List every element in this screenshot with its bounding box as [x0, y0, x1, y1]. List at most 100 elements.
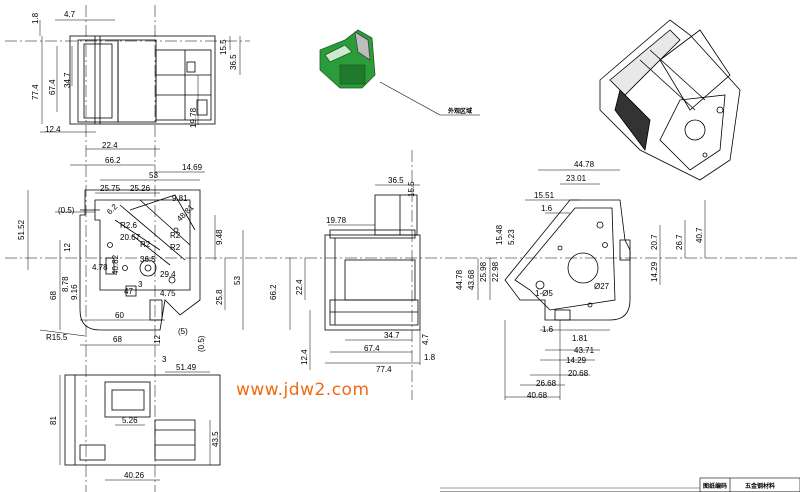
bottom-view — [59, 374, 221, 481]
dim-label: 34.7 — [63, 72, 72, 88]
dim-label: 36.5 — [140, 255, 156, 264]
top-view-dims: 1.8 4.7 34.7 77.4 67.4 12.4 22.4 66.2 15… — [31, 10, 238, 165]
dim-label: 77.4 — [376, 365, 392, 374]
dim-label: 1.6 — [541, 204, 553, 213]
front-view-dims: 14.69 53 25.75 25.26 9.81 (0.5) 51.52 12… — [17, 163, 242, 372]
dim-label: 53 — [149, 171, 158, 180]
side-view — [289, 184, 421, 370]
dim-label: 67.4 — [48, 79, 57, 95]
dim-label: 20.68 — [568, 369, 589, 378]
dim-label: 77.4 — [31, 84, 40, 100]
dim-label: 1.8 — [31, 12, 40, 24]
dim-label: 19.78 — [189, 107, 198, 128]
dim-label: 44.78 — [574, 160, 595, 169]
dim-label: 22.4 — [102, 141, 118, 150]
dim-label: 20.7 — [650, 234, 659, 250]
side-view-dims: 36.5 15.5 19.78 66.2 22.4 12.4 34.7 67.4… — [269, 176, 436, 374]
dim-label: 15.48 — [495, 224, 504, 245]
dim-label: 1.81 — [572, 334, 588, 343]
dim-label: 22.4 — [295, 279, 304, 295]
dim-label: 9.81 — [172, 194, 188, 203]
dim-label: 12 — [63, 243, 72, 252]
dim-label: 40.82 — [111, 254, 120, 275]
bottom-view-dims: 81 5.26 43.5 40.26 — [49, 416, 220, 480]
front-view — [27, 171, 244, 373]
dim-label: 6.2 — [105, 202, 120, 217]
dim-label: 12.4 — [45, 125, 61, 134]
dim-label: 23.01 — [566, 174, 587, 183]
dim-label: (0.5) — [58, 206, 75, 215]
dim-label: 4.7 — [64, 10, 76, 19]
watermark-url: www.jdw2.com — [236, 380, 370, 400]
dim-label: 5.26 — [122, 416, 138, 425]
dim-label: 51.49 — [176, 363, 197, 372]
dim-label: 4.7 — [421, 333, 430, 345]
dim-label: 1-Ø5 — [535, 289, 553, 298]
dim-label: 25.26 — [130, 184, 151, 193]
dim-label: 68 — [113, 335, 122, 344]
dim-label: 43.5 — [211, 431, 220, 447]
dim-label: 8.78 — [61, 276, 70, 292]
dim-label: 12.4 — [300, 349, 309, 365]
dim-label: 3 — [162, 355, 167, 364]
dim-label: 9.48 — [215, 229, 224, 245]
dim-label: R15.5 — [46, 333, 68, 342]
dim-label: (0.5) — [197, 335, 206, 352]
title-block — [440, 477, 800, 492]
dim-label: 66.2 — [269, 284, 278, 300]
dim-label: 20.67 — [120, 233, 141, 242]
dim-label: 4.78 — [92, 263, 108, 272]
dim-label: 26.7 — [675, 234, 684, 250]
dim-label: 25.75 — [100, 184, 121, 193]
dim-label: 51.52 — [17, 219, 26, 240]
dim-label: R2 — [170, 243, 181, 252]
dim-label: 40.26 — [124, 471, 145, 480]
top-view — [39, 19, 241, 166]
dim-label: 47 — [124, 287, 133, 296]
dim-label: 15.5 — [407, 181, 416, 197]
dim-label: 15.51 — [534, 191, 555, 200]
dim-label: 1.8 — [424, 353, 436, 362]
dim-label: 36.5 — [388, 176, 404, 185]
dim-label: 5.23 — [507, 229, 516, 245]
right-view-dims: 44.78 23.01 15.51 1.6 15.48 5.23 44.78 4… — [455, 160, 704, 400]
title-block-code-cell: 图纸编码 — [703, 482, 727, 490]
dim-label: 14.69 — [182, 163, 203, 172]
dim-label: 60 — [115, 311, 124, 320]
dim-label: 66.2 — [105, 156, 121, 165]
right-view — [477, 169, 706, 400]
dim-label: 12 — [153, 335, 162, 344]
iso-view — [599, 19, 741, 181]
dim-label: 25.8 — [215, 289, 224, 305]
green-model-thumbnail — [319, 29, 376, 89]
dim-label: 81 — [49, 416, 58, 425]
dim-label: 25.98 — [479, 261, 488, 282]
dim-label: 40.68 — [527, 391, 548, 400]
dim-label: 29.4 — [160, 270, 176, 279]
dim-label: 36.5 — [229, 54, 238, 70]
dim-label: 34.7 — [384, 331, 400, 340]
dim-label: 14.29 — [566, 356, 587, 365]
dim-label: 26.68 — [536, 379, 557, 388]
dim-label: 9.16 — [70, 284, 79, 300]
dim-label: 67.4 — [364, 344, 380, 353]
dim-label: 48.81 — [175, 203, 196, 224]
dim-label: (5) — [178, 327, 188, 336]
dim-label: R2.6 — [120, 221, 137, 230]
dim-label: R2 — [140, 240, 151, 249]
dim-label: 1.6 — [542, 325, 554, 334]
dim-label: 44.78 — [455, 269, 464, 290]
dim-label: Ø27 — [594, 282, 610, 291]
dim-label: 3 — [138, 280, 143, 289]
dim-label: 68 — [49, 291, 58, 300]
title-block-material-cell: 五金钢材料 — [745, 482, 775, 490]
dim-label: R2 — [170, 231, 181, 240]
dim-label: 43.68 — [467, 269, 476, 290]
dim-label: 43.71 — [574, 346, 595, 355]
dim-label: 22.98 — [491, 261, 500, 282]
dim-label: 4.75 — [160, 289, 176, 298]
dim-label: 53 — [233, 276, 242, 285]
dim-label: 19.78 — [326, 216, 347, 225]
appearance-area-label: 外观区域 — [447, 107, 472, 115]
